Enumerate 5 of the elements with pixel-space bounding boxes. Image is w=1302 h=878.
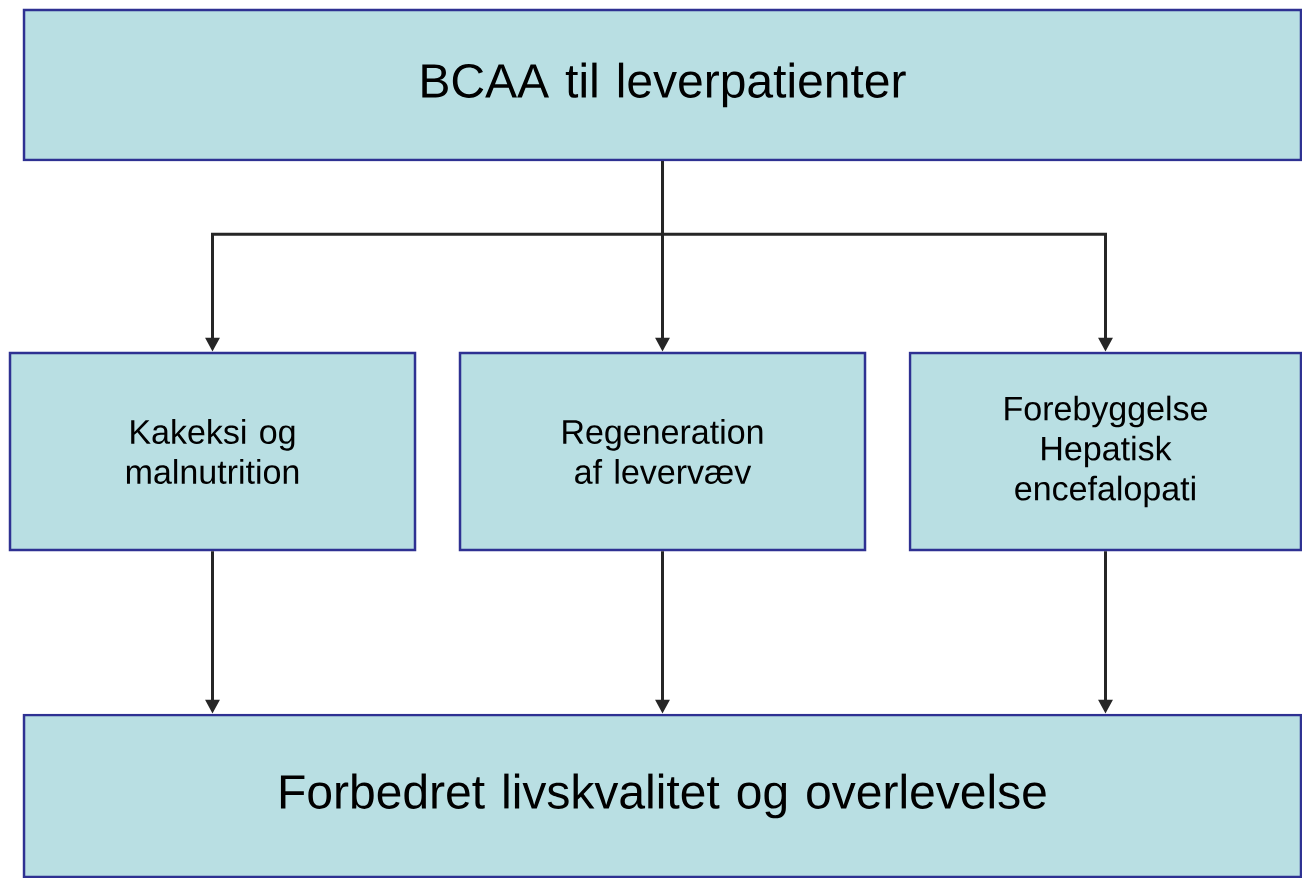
result-box: Forbedret livskvalitet og overlevelse: [22, 713, 1302, 878]
topic-box: Regeneration af levervæv: [458, 351, 867, 552]
topic-box: Kakeksi og malnutrition: [8, 351, 417, 552]
topic-box: Forebyggelse Hepatisk encefalopati: [908, 351, 1302, 552]
title-box: BCAA til leverpatienter: [22, 8, 1302, 162]
